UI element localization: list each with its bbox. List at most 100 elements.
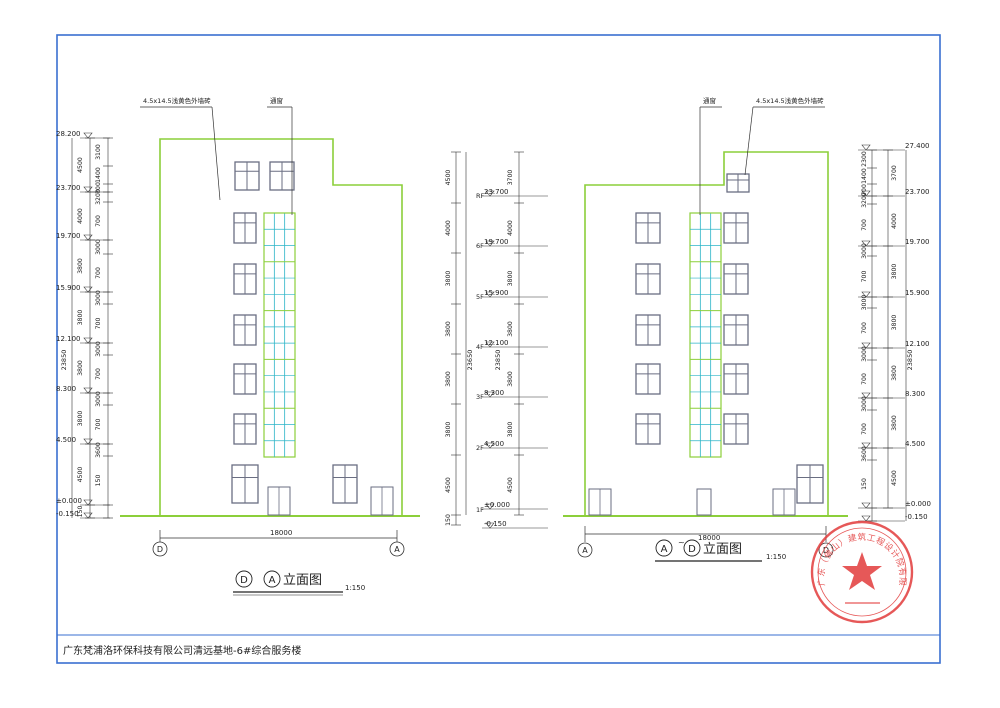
- seal-star-icon: [842, 552, 882, 590]
- section-level-2: 15.900: [484, 289, 509, 297]
- right-curtain-glazing: [689, 212, 722, 458]
- left-level-3: 15.900: [56, 284, 81, 292]
- right-window-b-floor-2: [723, 212, 749, 244]
- svg-text:A: A: [661, 544, 668, 555]
- section-level-6: ±0.000: [484, 501, 510, 509]
- left-inner-dim-4: 700: [95, 215, 102, 227]
- svg-text:广东（佛山）建筑工程设计院有限公司: 广东（佛山）建筑工程设计院有限公司: [0, 0, 908, 587]
- right-windows: [635, 173, 824, 504]
- right-inner-dim-1: 1400: [861, 168, 868, 184]
- right-window-callout: 通窗: [703, 96, 716, 105]
- section-right-dim-0: 3700: [507, 170, 514, 186]
- right-window-b-floor-5: [723, 363, 749, 395]
- right-window-a-floor-4: [635, 314, 661, 346]
- left-outer-dim-7: 150: [77, 506, 84, 518]
- right-axis-bubble-end: [818, 542, 834, 558]
- section-right-dim-4: 3800: [507, 371, 514, 387]
- left-dimension-chain: 28.20023.70019.70015.90012.1008.3004.500…: [56, 130, 113, 519]
- right-window-a-floor-3: [635, 263, 661, 295]
- right-inner-dim-0: 2300: [861, 151, 868, 167]
- left-inner-dim-11: 3000: [95, 391, 102, 407]
- left-inner-dim-13: 3600: [95, 442, 102, 458]
- left-level-1: 23.700: [56, 184, 81, 192]
- left-level-5: 8.300: [56, 385, 76, 393]
- left-window-top-2: [269, 161, 295, 191]
- right-inner-dim-7: 3000: [861, 295, 868, 311]
- left-inner-dim-0: 3100: [95, 144, 102, 160]
- left-outer-dim-6: 4500: [77, 467, 84, 483]
- right-outer-dim-2: 3800: [891, 264, 898, 280]
- left-axis-end-label: A: [394, 545, 400, 554]
- left-window-top-1: [234, 161, 260, 191]
- svg-text:1:150: 1:150: [766, 553, 786, 561]
- left-inner-dim-7: 3000: [95, 290, 102, 306]
- right-window-a-floor-5: [635, 363, 661, 395]
- left-inner-dim-12: 700: [95, 419, 102, 431]
- left-outer-dim-4: 3800: [77, 360, 84, 376]
- left-level-6: 4.500: [56, 436, 76, 444]
- section-left-dim-3: 3800: [445, 321, 452, 337]
- right-inner-dim-2: 700: [861, 184, 868, 196]
- right-building-outline: [584, 151, 829, 515]
- section-total-left: 23650: [466, 350, 474, 371]
- right-level-1: 23.700: [905, 188, 930, 196]
- svg-text:D: D: [688, 544, 696, 555]
- right-level-7: ±0.000: [905, 500, 931, 508]
- left-inner-dim-1: 1400: [95, 167, 102, 183]
- right-window-a-floor-6: [635, 413, 661, 445]
- left-outer-dim-0: 4500: [77, 157, 84, 173]
- section-left-dim-2: 3800: [445, 271, 452, 287]
- project-title: 广东梵浦洛环保科技有限公司清远基地-6#综合服务楼: [63, 644, 301, 657]
- section-left-dim-4: 3800: [445, 371, 452, 387]
- right-elevation: 通窗 4.5x14.5浅黄色外墙砖 18000 A D A ~ D 立面图 1:…: [563, 96, 931, 562]
- left-inner-dim-6: 700: [95, 267, 102, 279]
- left-outer-dim-1: 4000: [77, 208, 84, 224]
- sheet-border: [56, 34, 941, 664]
- right-outer-dim-1: 4000: [891, 213, 898, 229]
- left-window-strip: [263, 212, 296, 458]
- left-window-callout: 通窗: [270, 96, 283, 105]
- left-outer-dim-5: 3800: [77, 411, 84, 427]
- right-inner-dim-5: 3000: [861, 243, 868, 259]
- section-right-dim-3: 3800: [507, 321, 514, 337]
- right-level-2: 19.700: [905, 238, 930, 246]
- right-door-3: [772, 488, 796, 516]
- right-outer-dim-4: 3800: [891, 365, 898, 381]
- left-level-2: 19.700: [56, 232, 81, 240]
- section-floor-1F: 1F: [476, 506, 484, 514]
- left-axis-start-label: D: [157, 545, 163, 554]
- right-inner-dim-13: 3600: [861, 446, 868, 462]
- left-inner-dim-14: 150: [95, 475, 102, 487]
- section-level-3: 12.100: [484, 339, 509, 347]
- section-level-4: 8.300: [484, 389, 504, 397]
- left-inner-dim-8: 700: [95, 318, 102, 330]
- section-left-dim-5: 3800: [445, 422, 452, 438]
- left-outer-dim-3: 3800: [77, 310, 84, 326]
- right-view-title: A ~ D 立面图 1:150: [655, 538, 786, 562]
- left-window-floor-6: [233, 413, 257, 445]
- right-axis-bubble-start: [577, 542, 593, 558]
- left-elevation: 4.5x14.5浅黄色外墙砖 通窗 18000 D A D A 立面图 1:15…: [56, 96, 420, 596]
- right-inner-dim-10: 700: [861, 373, 868, 385]
- right-width-dim: 18000: [698, 534, 720, 542]
- left-inner-dim-9: 3000: [95, 341, 102, 357]
- right-wall-callout: 4.5x14.5浅黄色外墙砖: [756, 96, 824, 105]
- right-outer-dim-6: 4500: [891, 470, 898, 486]
- right-outer-dim-5: 3800: [891, 415, 898, 431]
- svg-text:1:150: 1:150: [345, 584, 365, 592]
- right-dimension-chain: 27.40023.70019.70015.90012.1008.3004.500…: [858, 142, 931, 522]
- left-inner-dim-3: 3200: [95, 189, 102, 205]
- left-inner-dim-5: 3000: [95, 239, 102, 255]
- left-total-dim: 23850: [60, 350, 68, 371]
- section-floor-3F: 3F: [476, 393, 484, 401]
- section-right-dim-6: 4500: [507, 477, 514, 493]
- left-window-floor-2: [233, 212, 257, 244]
- left-wall-callout: 4.5x14.5浅黄色外墙砖: [143, 96, 211, 105]
- section-left-dim-7: 150: [445, 514, 452, 526]
- right-axis-start-label: A: [582, 546, 588, 555]
- right-level-3: 15.900: [905, 289, 930, 297]
- svg-text:~: ~: [678, 538, 685, 547]
- section-floor-RF: RF: [476, 192, 485, 200]
- floor-height-column: 4500400038003800380038004500150370040003…: [445, 151, 548, 529]
- left-window-floor-3: [233, 263, 257, 295]
